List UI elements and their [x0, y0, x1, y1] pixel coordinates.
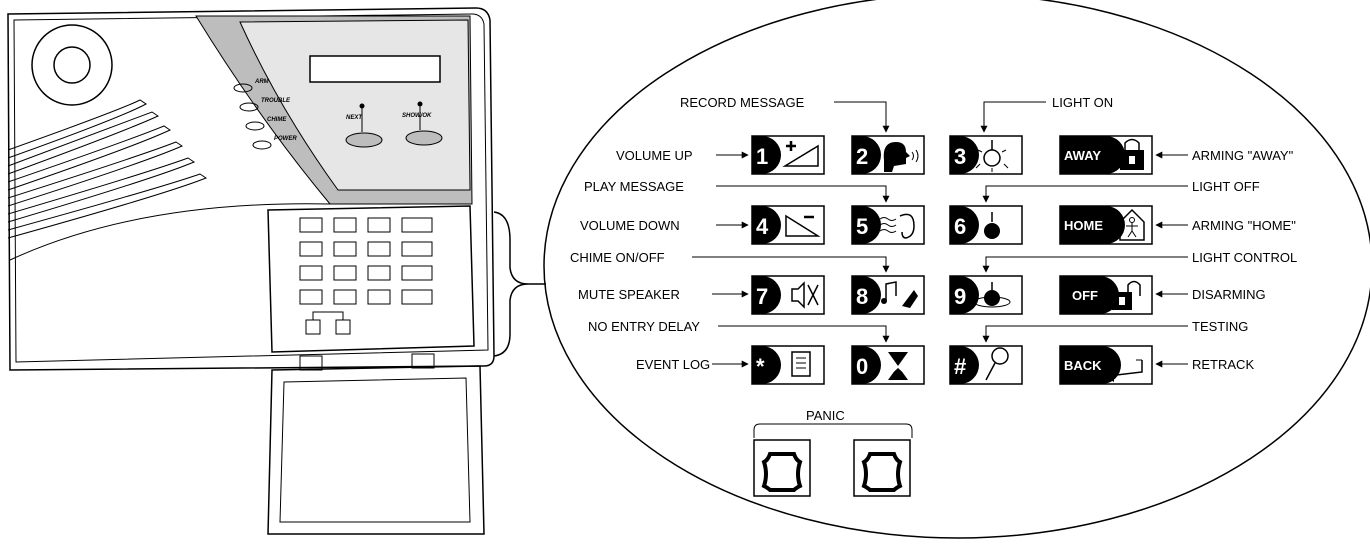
- flip-cover-window: [279, 377, 471, 523]
- led-label-power: POWER: [274, 136, 297, 142]
- house-icon: [1119, 208, 1145, 241]
- key-star-label: *: [756, 354, 765, 379]
- led-label-trouble: TROUBLE: [261, 98, 291, 104]
- panic-bracket: [753, 423, 913, 438]
- housing-inner-outline: [13, 13, 489, 363]
- key-off-label: OFF: [1072, 288, 1098, 303]
- event-log-icon: [791, 351, 811, 377]
- key-6-light-off[interactable]: 6: [949, 205, 1023, 245]
- key-away-label: AWAY: [1064, 148, 1101, 163]
- key-9-light-control[interactable]: 9: [949, 275, 1023, 315]
- key-home-arming[interactable]: HOME: [1059, 205, 1153, 245]
- speaker-inner-ring: [53, 46, 91, 84]
- label-arming-home: ARMING "HOME": [1192, 218, 1296, 233]
- speaker-grille: [7, 99, 208, 239]
- speaking-head-icon: [883, 142, 910, 172]
- bell-icon: [902, 290, 918, 308]
- speaker-outer-ring: [31, 24, 113, 106]
- key-1-label: 1: [756, 144, 768, 169]
- hourglass-icon: [888, 352, 908, 380]
- label-play-message: PLAY MESSAGE: [584, 179, 684, 194]
- housing-contour: [9, 203, 331, 261]
- volume-up-icon: [782, 144, 819, 167]
- shield-icon: [861, 452, 903, 492]
- key-9-label: 9: [954, 284, 966, 309]
- key-hash-label: #: [954, 354, 966, 379]
- label-chime-on-off: CHIME ON/OFF: [570, 250, 665, 265]
- key-7-label: 7: [756, 284, 768, 309]
- mute-speaker-icon: [791, 281, 805, 309]
- key-2-record-message[interactable]: 2: [851, 135, 925, 175]
- label-light-on: LIGHT ON: [1052, 95, 1113, 110]
- key-4-label: 4: [756, 214, 769, 239]
- key-7-mute-speaker[interactable]: 7: [751, 275, 825, 315]
- hinge-right: [411, 353, 435, 369]
- zoom-ellipse: [543, 0, 1370, 539]
- control-panel-device: ARM TROUBLE CHIME POWER NEXT SHOW/OK: [7, 7, 495, 535]
- key-0-label: 0: [856, 354, 868, 379]
- lcd-display: [309, 55, 441, 83]
- key-back-retrack[interactable]: BACK: [1059, 345, 1153, 385]
- led-trouble: [239, 102, 259, 112]
- ear-icon: [879, 217, 897, 233]
- next-button-dot: [359, 103, 365, 109]
- mini-keypad-keys: [299, 217, 433, 335]
- led-label-chime: CHIME: [267, 117, 287, 123]
- flip-cover[interactable]: [267, 365, 485, 535]
- key-star-event-log[interactable]: *: [751, 345, 825, 385]
- label-no-entry-delay: NO ENTRY DELAY: [588, 319, 700, 334]
- music-note-icon: [885, 281, 897, 300]
- key-8-label: 8: [856, 284, 868, 309]
- show-button[interactable]: [405, 130, 443, 146]
- return-arrow-icon: [1107, 360, 1143, 377]
- key-3-light-on[interactable]: 3: [949, 135, 1023, 175]
- led-power: [252, 140, 272, 150]
- label-arming-away: ARMING "AWAY": [1192, 148, 1294, 163]
- label-volume-up: VOLUME UP: [616, 148, 693, 163]
- key-0-no-entry-delay[interactable]: 0: [851, 345, 925, 385]
- hinge-left: [299, 355, 323, 371]
- label-event-log: EVENT LOG: [636, 357, 710, 372]
- status-leds: ARM TROUBLE CHIME POWER: [233, 79, 297, 150]
- panic-key-left[interactable]: [753, 439, 811, 497]
- magnifier-icon: [991, 347, 1009, 365]
- show-button-dot: [417, 101, 423, 107]
- callout-leaders: [692, 101, 1188, 368]
- key-hash-testing[interactable]: #: [949, 345, 1023, 385]
- label-mute-speaker: MUTE SPEAKER: [578, 287, 680, 302]
- next-button[interactable]: [345, 132, 383, 148]
- label-light-off: LIGHT OFF: [1192, 179, 1260, 194]
- key-8-chime[interactable]: 8: [851, 275, 925, 315]
- key-4-volume-down[interactable]: 4: [751, 205, 825, 245]
- label-retrack: RETRACK: [1192, 357, 1254, 372]
- key-5-label: 5: [856, 214, 868, 239]
- led-chime: [245, 121, 265, 131]
- panic-label: PANIC: [806, 408, 845, 423]
- key-2-label: 2: [856, 144, 868, 169]
- label-record-message: RECORD MESSAGE: [680, 95, 805, 110]
- zoom-bracket: [493, 211, 529, 357]
- key-off-disarming[interactable]: OFF: [1059, 275, 1153, 315]
- panic-key-right[interactable]: [853, 439, 911, 497]
- shield-icon: [761, 452, 803, 492]
- key-3-label: 3: [954, 144, 966, 169]
- key-6-label: 6: [954, 214, 966, 239]
- label-light-control: LIGHT CONTROL: [1192, 250, 1297, 265]
- next-button-label: NEXT: [346, 115, 363, 121]
- key-back-label: BACK: [1064, 358, 1102, 373]
- key-away-arming[interactable]: AWAY: [1059, 135, 1153, 175]
- key-5-play-message[interactable]: 5: [851, 205, 925, 245]
- mini-keypad-panel: [267, 205, 475, 353]
- led-label-arm: ARM: [254, 79, 270, 85]
- label-testing: TESTING: [1192, 319, 1248, 334]
- key-home-label: HOME: [1064, 218, 1103, 233]
- label-volume-down: VOLUME DOWN: [580, 218, 680, 233]
- label-disarming: DISARMING: [1192, 287, 1266, 302]
- show-button-label: SHOW/OK: [402, 113, 432, 119]
- led-arm: [233, 83, 253, 93]
- key-1-volume-up[interactable]: 1: [751, 135, 825, 175]
- volume-down-icon: [785, 214, 821, 237]
